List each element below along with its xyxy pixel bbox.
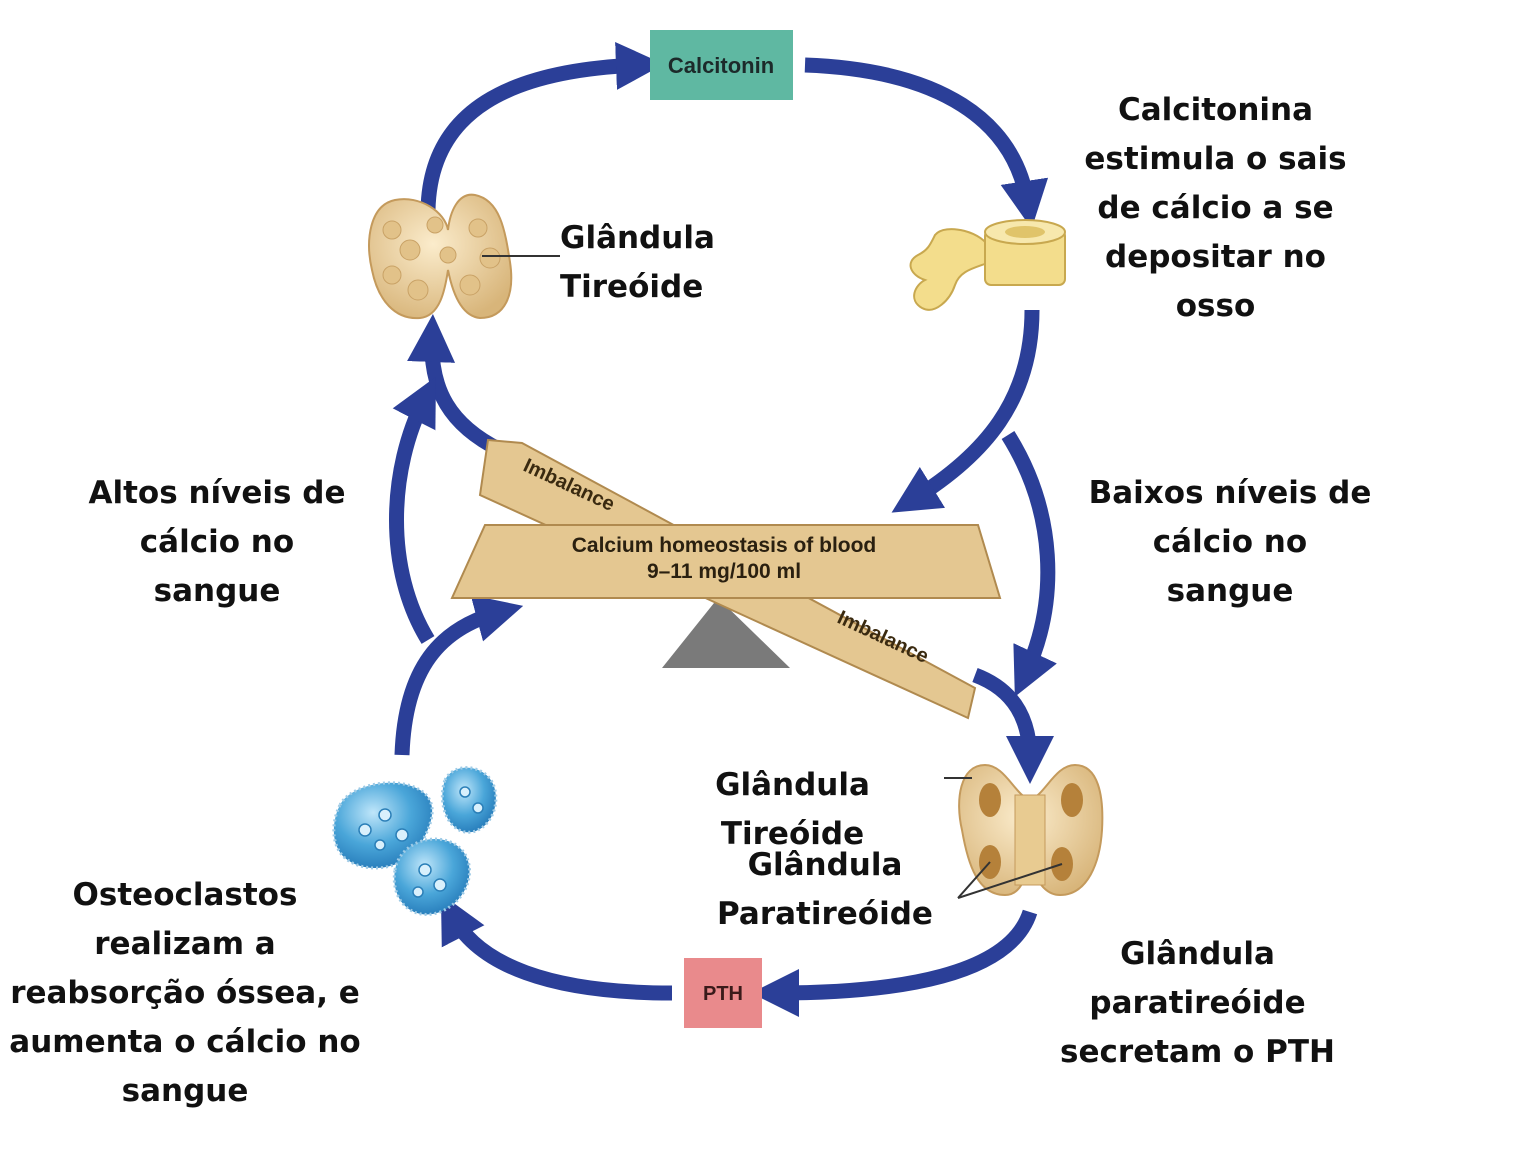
calcium-balance-scale: Imbalance Imbalance Calcium homeostasis … (450, 438, 1002, 720)
thyroid-gland-icon (368, 193, 560, 320)
homeostasis-plank: Calcium homeostasis of blood 9–11 mg/100… (450, 524, 1002, 599)
thyroid-parathyroid-gland-icon (944, 763, 1104, 899)
calcitonin-box: Calcitonin (650, 30, 793, 100)
pth-label: PTH (703, 983, 743, 1005)
arrow-parathyroid-to-pth (750, 909, 1038, 1017)
feedback-arrows (389, 41, 1057, 1017)
parathyroid-bottom-label: Glândula Paratireóide (717, 847, 933, 932)
parathyroid-secrete-label: Glândula paratireóide secretam o PTH (1060, 936, 1335, 1070)
calcitonin-label: Calcitonin (668, 53, 774, 78)
homeostasis-title: Calcium homeostasis of blood (572, 534, 877, 557)
arrow-calcitonin-to-bone (804, 57, 1049, 229)
osteoclast-cells-icon (332, 766, 498, 916)
calcitonin-effect-label: Calcitonina estimula o sais de cálcio a … (1084, 92, 1347, 324)
arrow-low-calcium-down (1001, 431, 1057, 697)
arrow-bone-to-scale (891, 309, 1040, 513)
osteoclasts-label: Osteoclastos realizam a reabsorção óssea… (9, 877, 361, 1109)
arrow-high-calcium-up (389, 376, 436, 644)
arrow-scale-to-thyroid (407, 314, 504, 457)
arrow-scale-to-parathyroid (972, 667, 1054, 784)
arrow-pth-to-osteoclasts (440, 893, 673, 1001)
pth-box: PTH (684, 958, 762, 1028)
arrow-thyroid-to-calcitonin (420, 41, 664, 211)
high-calcium-label: Altos níveis de cálcio no sangue (88, 475, 346, 609)
scale-fulcrum (662, 598, 790, 668)
arrow-osteoclasts-to-scale (394, 595, 524, 756)
homeostasis-range: 9–11 mg/100 ml (647, 560, 801, 583)
thyroid-top-label: Glândula Tireóide (560, 220, 715, 305)
low-calcium-label: Baixos níveis de cálcio no sangue (1088, 475, 1372, 609)
vertebra-bone-icon (909, 219, 1066, 311)
thyroid-bottom-label: Glândula Tireóide (715, 767, 870, 852)
